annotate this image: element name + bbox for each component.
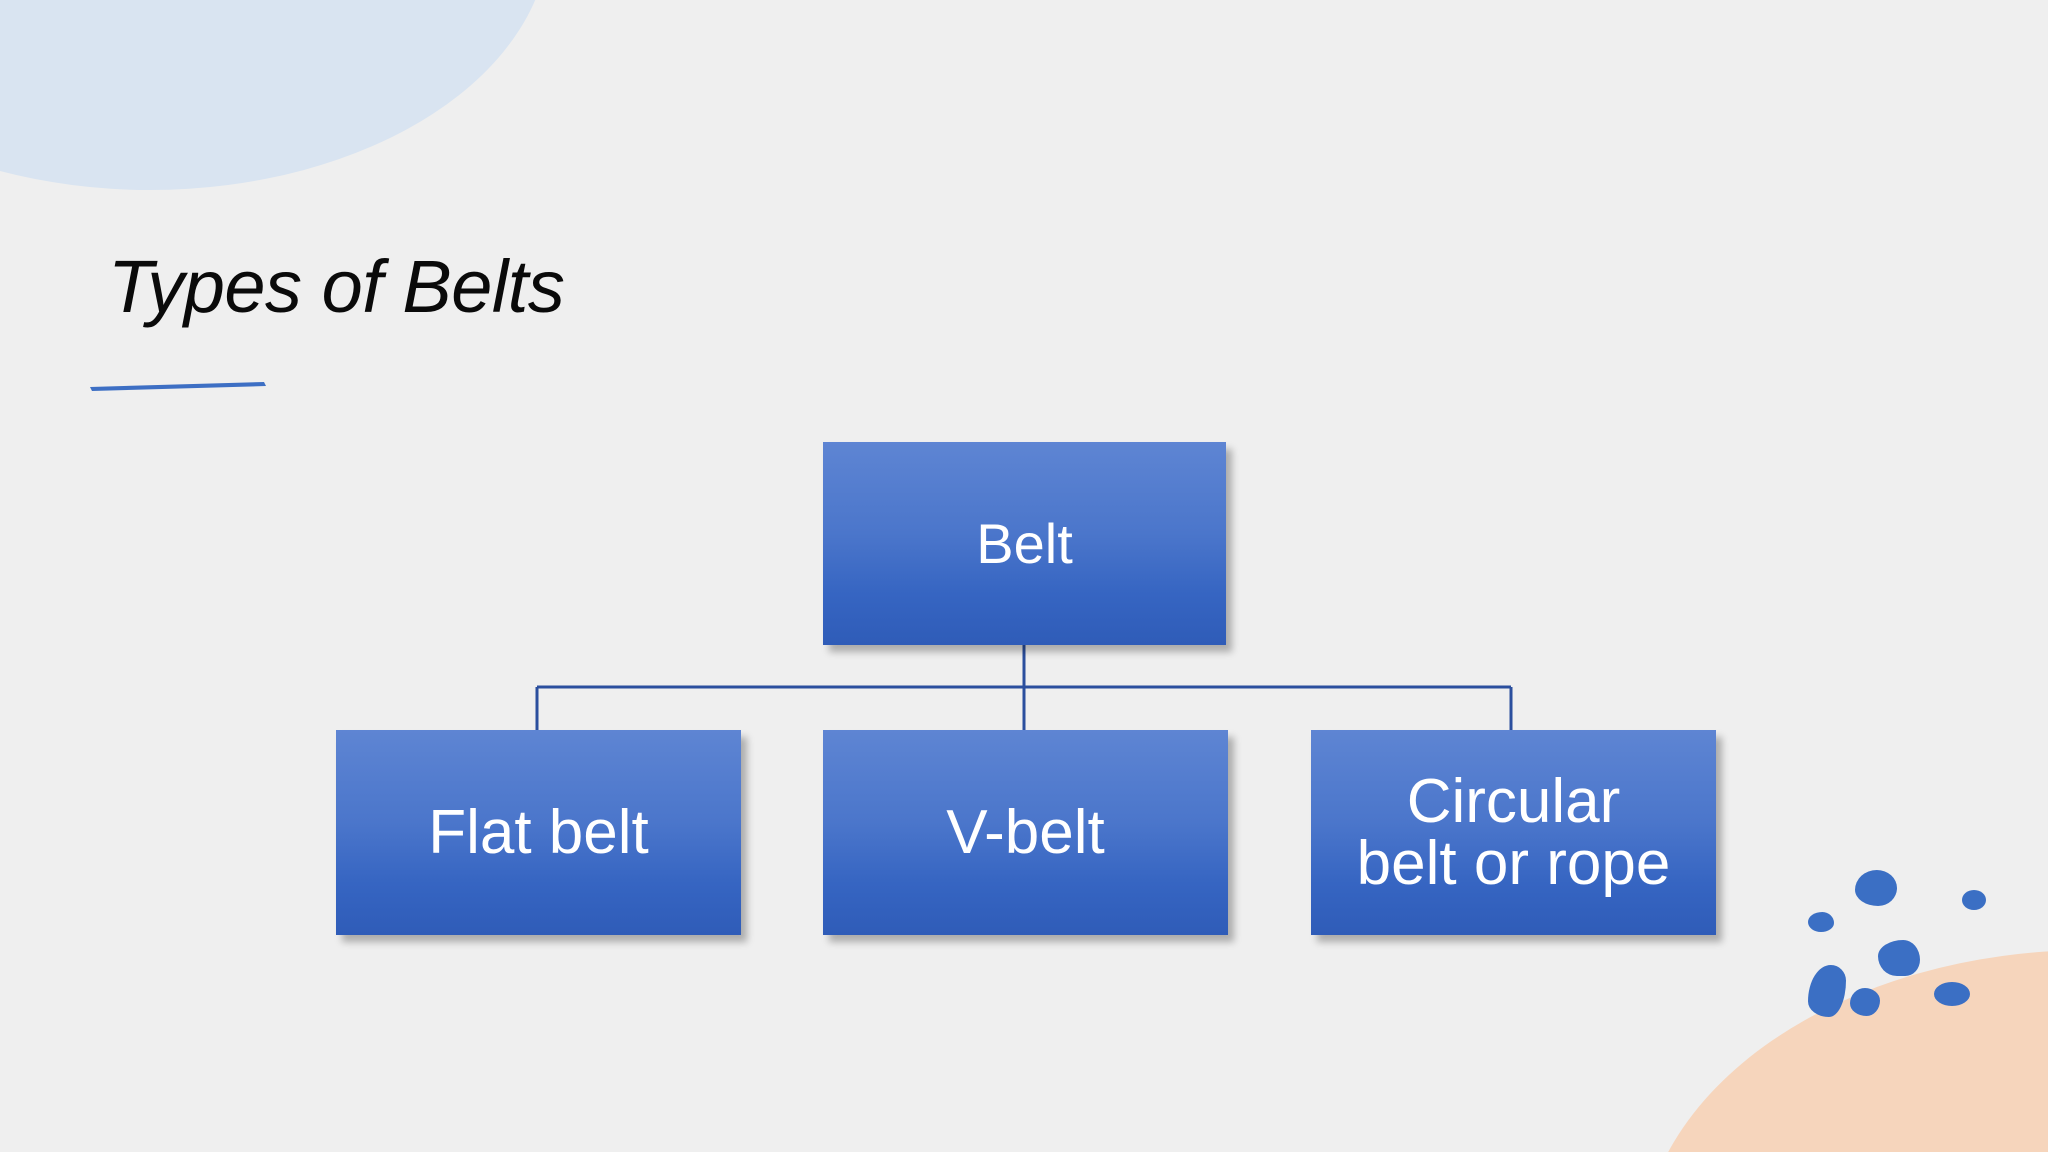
title-block: Types of Belts [90, 245, 565, 391]
node-circular-belt-label: Circular belt or rope [1356, 766, 1671, 898]
node-flat-belt-label: Flat belt [428, 797, 649, 867]
node-belt[interactable]: Belt [823, 442, 1226, 645]
title-underline-accent [90, 382, 266, 391]
node-flat-belt[interactable]: Flat belt [336, 730, 741, 935]
node-circular-belt[interactable]: Circular belt or rope [1311, 730, 1716, 935]
page-title: Types of Belts [108, 245, 565, 328]
node-belt-label: Belt [976, 511, 1073, 575]
node-v-belt[interactable]: V-belt [823, 730, 1228, 935]
node-v-belt-label: V-belt [946, 797, 1105, 867]
